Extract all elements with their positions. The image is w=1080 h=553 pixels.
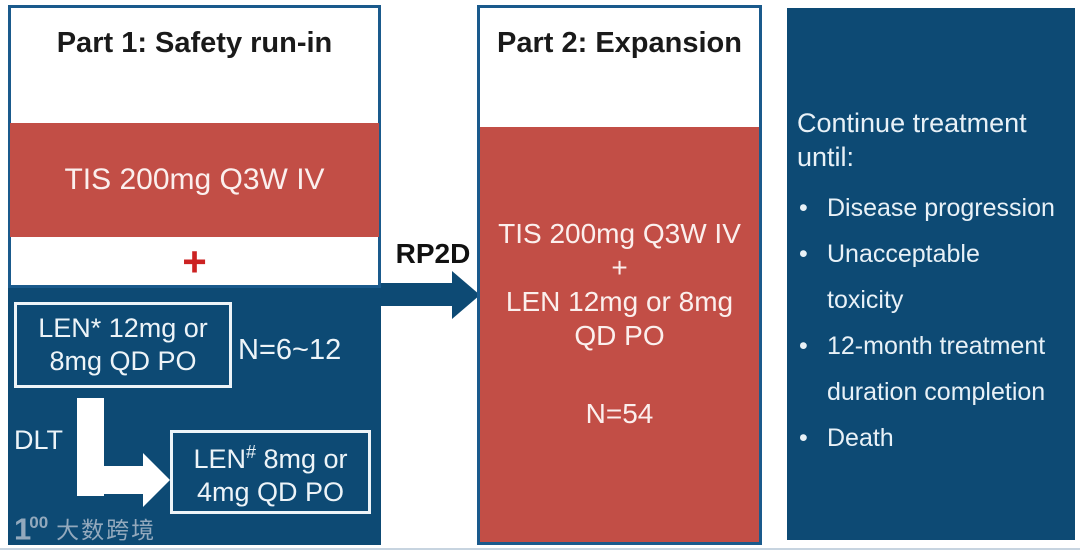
part1-panel: Part 1: Safety run-in TIS 200mg Q3W IV +… <box>8 5 381 545</box>
list-item: • Disease progression <box>797 185 1061 231</box>
list-item: • Death <box>797 415 1061 461</box>
rp2d-arrow <box>381 283 452 306</box>
list-item-label: Death <box>827 424 894 452</box>
bullet-icon: • <box>799 424 808 452</box>
watermark-logo-icon: 100 <box>14 511 49 546</box>
bullet-icon: • <box>799 240 808 268</box>
continuation-content: Continue treatment until: • Disease prog… <box>787 8 1075 461</box>
len-initial-dose-label: LEN* 12mg or 8mg QD PO <box>38 313 208 376</box>
part2-regimen-box: TIS 200mg Q3W IV + LEN 12mg or 8mg QD PO… <box>480 127 759 542</box>
watermark: 100 大数跨境 <box>14 508 156 544</box>
part2-regimen-line1: TIS 200mg Q3W IV <box>498 218 741 249</box>
watermark-text: 大数跨境 <box>56 517 157 543</box>
len-initial-dose-box: LEN* 12mg or 8mg QD PO <box>14 302 232 388</box>
list-item-label: Unacceptable toxicity <box>827 240 980 314</box>
bullet-icon: • <box>799 332 808 360</box>
part1-plus-icon: + <box>182 238 207 285</box>
list-item: • Unacceptable toxicity <box>797 231 1061 323</box>
dlt-label: DLT <box>14 425 64 455</box>
hash-superscript: # <box>245 441 256 462</box>
continuation-heading: Continue treatment until: <box>797 108 1027 172</box>
part2-title: Part 2: Expansion <box>497 27 742 59</box>
part2-regimen-line2: LEN 12mg or 8mg QD PO <box>505 286 734 351</box>
dlt-arrow-horizontal <box>77 466 143 494</box>
part1-n-label: N=6~12 <box>238 334 342 366</box>
list-item: • 12-month treatment duration completion <box>797 323 1061 415</box>
rp2d-label: RP2D <box>395 238 471 269</box>
bottom-divider <box>0 548 1080 550</box>
part2-panel: Part 2: Expansion TIS 200mg Q3W IV + LEN… <box>477 5 762 545</box>
list-item-label: Disease progression <box>827 194 1055 222</box>
len-reduced-dose-box: LEN# 8mg or 4mg QD PO <box>170 430 371 514</box>
part1-tis-band: TIS 200mg Q3W IV <box>10 123 379 237</box>
continuation-list: • Disease progression • Unacceptable tox… <box>797 185 1067 461</box>
part1-tis-label: TIS 200mg Q3W IV <box>64 163 325 196</box>
dlt-arrow-head-icon <box>143 453 170 507</box>
part2-plus-icon: + <box>611 252 628 283</box>
continuation-panel: Continue treatment until: • Disease prog… <box>787 8 1075 540</box>
part1-title: Part 1: Safety run-in <box>56 27 333 59</box>
part2-regimen-text: TIS 200mg Q3W IV + LEN 12mg or 8mg QD PO <box>495 217 745 353</box>
rp2d-arrow-head-icon <box>452 271 480 319</box>
bullet-icon: • <box>799 194 808 222</box>
part2-n-label: N=54 <box>585 398 654 429</box>
len-reduced-dose-label: LEN# 8mg or 4mg QD PO <box>193 441 348 507</box>
list-item-label: 12-month treatment duration completion <box>827 332 1046 406</box>
part1-blue-section: LEN* 12mg or 8mg QD PO N=6~12 DLT LEN# 8… <box>8 288 381 545</box>
